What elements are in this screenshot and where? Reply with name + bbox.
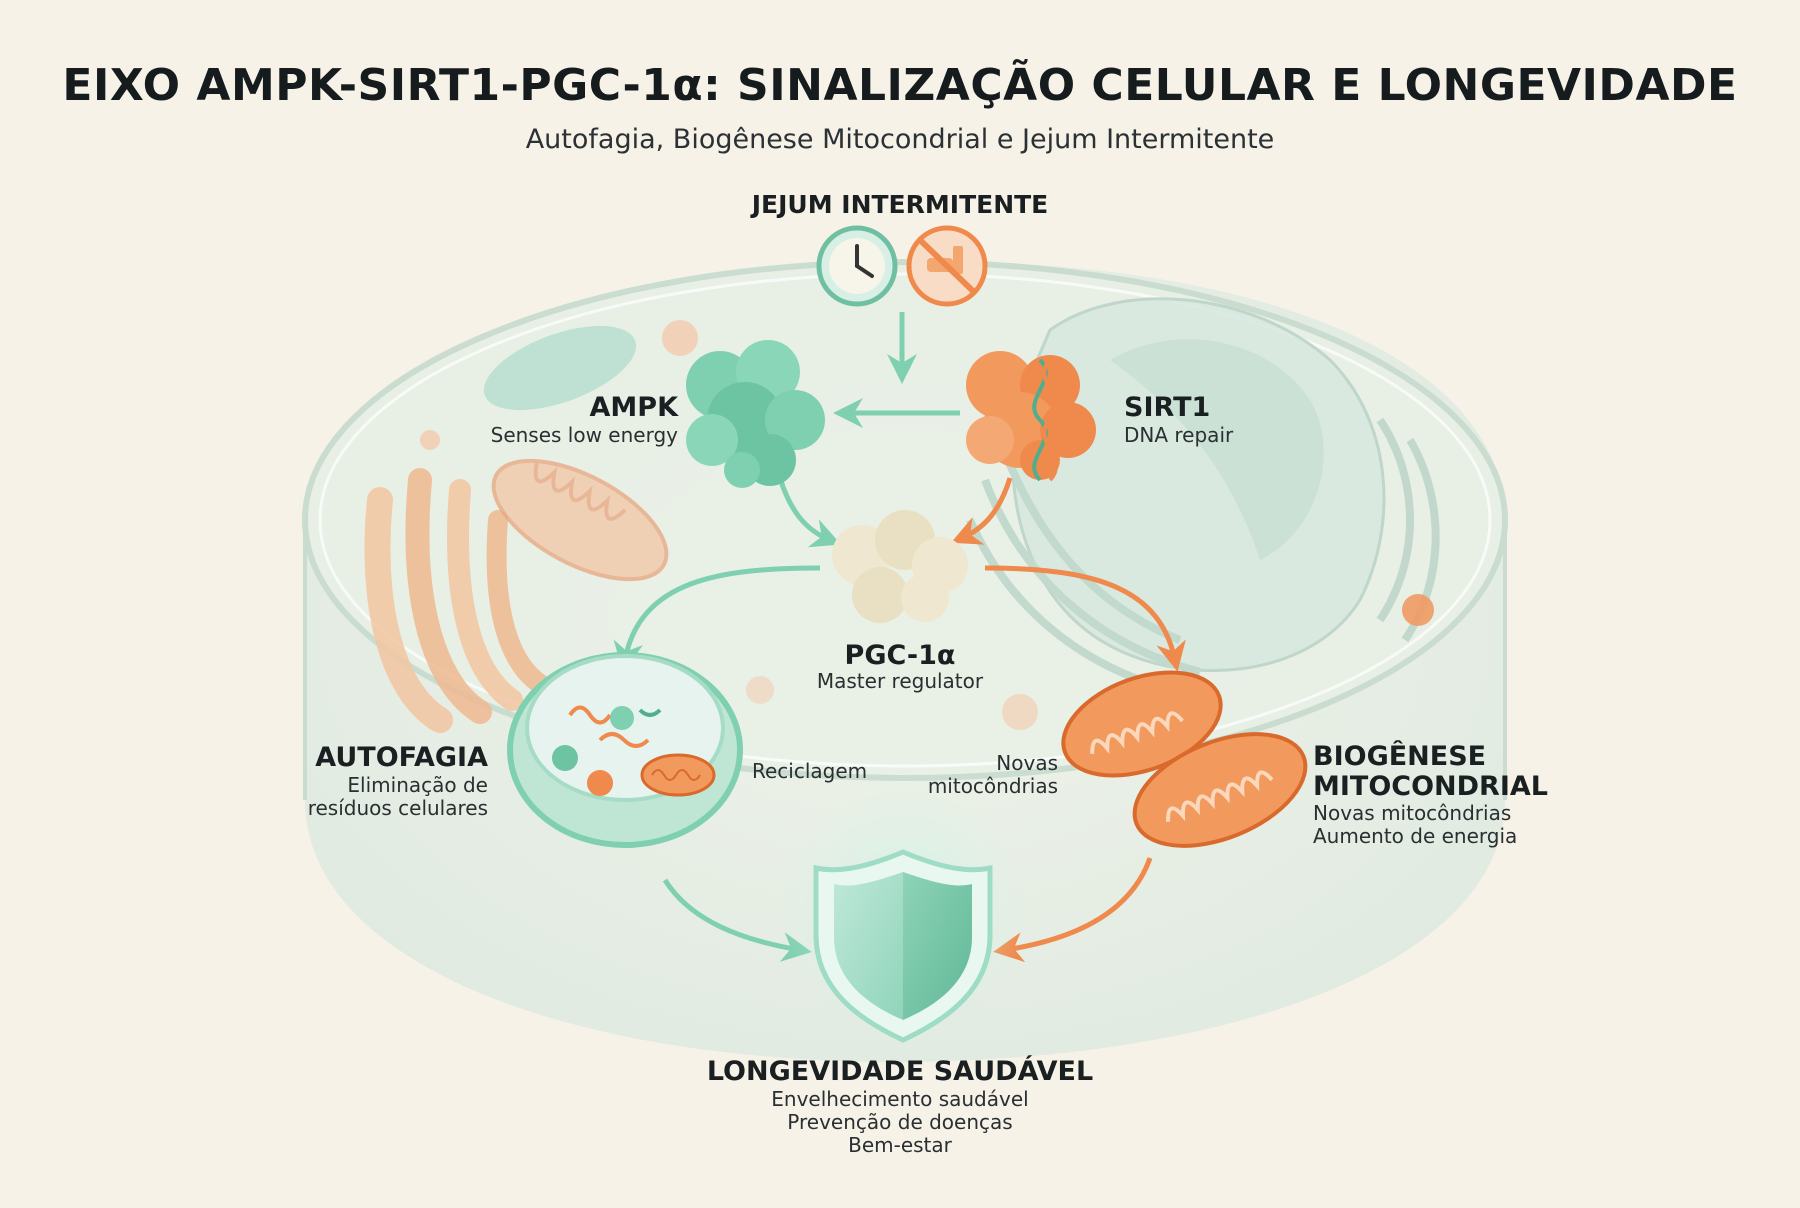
- autofagia-label: AUTOFAGIA: [315, 742, 488, 773]
- sirt1-description: DNA repair: [1124, 423, 1234, 447]
- dna-helix-icon: [1032, 358, 1058, 482]
- biogenese-description: Novas mitocôndrias Aumento de energia: [1313, 801, 1518, 848]
- fasting-label: JEJUM INTERMITENTE: [751, 190, 1049, 219]
- vesicle-small: [746, 676, 774, 704]
- reciclagem-note: Reciclagem: [752, 759, 868, 783]
- ampk-protein: [686, 340, 825, 488]
- vesicle-small: [420, 430, 440, 450]
- pgc-protein: [832, 510, 968, 623]
- vesicle-small: [662, 320, 698, 356]
- vesicle-orange: [1402, 594, 1434, 626]
- vesicle-small: [1002, 694, 1038, 730]
- arrow-biogenese-to-longevidade: [993, 857, 1153, 963]
- longevidade-description: Envelhecimento saudável Prevenção de doe…: [771, 1087, 1029, 1157]
- ampk-description: Senses low energy: [490, 423, 678, 447]
- no-food-icon: [906, 225, 988, 307]
- ampk-label: AMPK: [589, 392, 678, 423]
- page-subtitle: Autofagia, Biogênese Mitocondrial e Jeju…: [525, 124, 1275, 155]
- nucleus: [966, 297, 1440, 704]
- clock-icon: [816, 225, 898, 307]
- pgc-label: PGC-1α: [844, 640, 956, 671]
- autofagia-description: Eliminação de resíduos celulares: [307, 773, 488, 820]
- shield-icon: [778, 783, 1028, 1043]
- biogenese-label: BIOGÊNESE MITOCONDRIAL: [1313, 741, 1548, 802]
- arrow-autofagia-to-longevidade: [662, 878, 812, 962]
- vesicle-mint: [483, 325, 637, 411]
- sirt1-label: SIRT1: [1124, 392, 1211, 423]
- novas-mitocondrias-note: Novas mitocôndrias: [927, 751, 1058, 798]
- mitochondrion-faded: [491, 458, 669, 582]
- longevidade-label: LONGEVIDADE SAUDÁVEL: [706, 1056, 1094, 1087]
- golgi-apparatus: [364, 468, 550, 733]
- mitochondrion-new-2: [1132, 732, 1308, 848]
- arrow-ampk-to-pgc: [777, 477, 842, 548]
- autophagosome: [507, 652, 743, 848]
- arrow-sirt1-to-pgc: [950, 477, 1013, 545]
- arrow-pgc-to-autofagia: [613, 565, 821, 672]
- arrow-pgc-to-biogenese: [984, 565, 1186, 672]
- pgc-description: Master regulator: [816, 669, 984, 693]
- page-title: EIXO AMPK-SIRT1-PGC-1α: SINALIZAÇÃO CELU…: [62, 60, 1738, 111]
- mitochondrion-new-1: [1061, 670, 1223, 778]
